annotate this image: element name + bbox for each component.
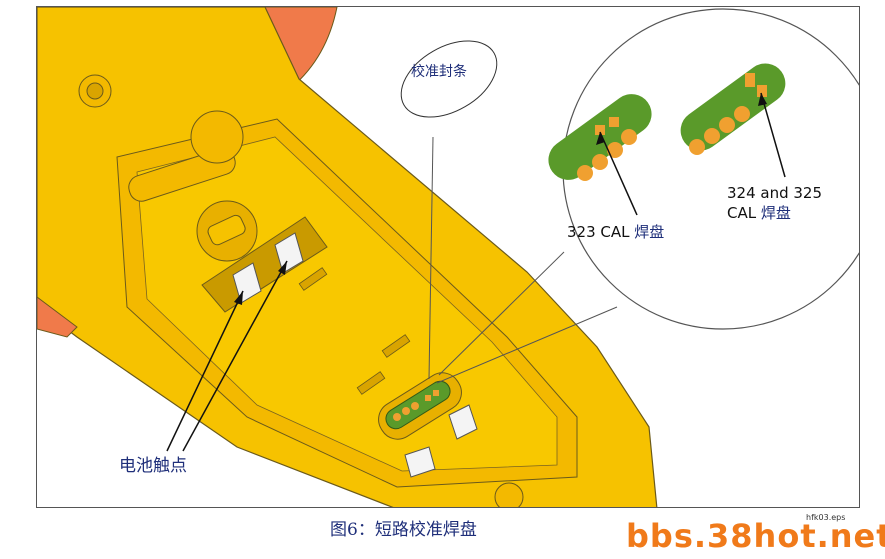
pad-323-square [595,125,605,135]
figure-caption: 图6：短路校准焊盘 [330,520,477,540]
pad-324-325-label-line1: 324 and 325 [727,184,823,202]
pad-323-square [609,117,619,127]
lower-contact-a [448,404,478,440]
pointer-323 [599,131,638,216]
pad-323 [621,129,637,145]
compartment-slot [356,371,386,395]
pad-323-label-prefix: 323 CAL [567,223,635,241]
pcb-pad-square [425,395,431,401]
battery-contact-left [232,262,262,304]
battery-contact-right [274,232,304,274]
pad-324-square [757,85,767,97]
battery-contacts-label: 电池触点 [119,456,187,476]
pad-324-325-label-prefix: CAL [727,204,761,222]
compartment-slot [298,267,328,291]
pointer-battery-left [166,290,244,452]
seal-leader-line [428,136,434,380]
pad-323-label: 323 CAL 焊盘 [567,223,665,241]
pcb-pad [393,413,401,421]
pointer-324 [760,92,786,178]
pointer-battery-right-head [278,261,287,275]
pointer-324-head [758,93,767,106]
top-boss [190,110,244,164]
file-name-tag: hfk03.eps [806,513,846,522]
pad-324 [719,117,735,133]
compartment-slot [381,334,411,358]
callout-leader [436,306,618,384]
pad-323 [607,142,623,158]
pcb-pad [411,402,419,410]
knob-slot [207,214,246,246]
pcb-pad [402,407,410,415]
pad-323 [592,154,608,170]
meter-illustration [37,7,859,507]
pcb-pad-square [433,390,439,396]
pointer-battery-right [182,260,288,452]
pad-323-label-suffix: 焊盘 [634,223,665,241]
pad-323 [577,165,593,181]
screw-bottom [494,482,524,507]
site-watermark: bbs.38hot.net [626,517,885,555]
callout-leader [438,251,565,376]
pointer-323-head [596,132,605,145]
pad-324 [734,106,750,122]
pad-324-325-label-suffix: 焊盘 [760,204,791,222]
pointer-battery-left-head [234,291,243,305]
pad-324 [704,128,720,144]
pad-324-square [745,73,755,87]
figure-frame: 校准封条 电池触点 323 CAL 焊盘 324 and 325 CAL 焊盘 [36,6,860,508]
pad-324-325-label-line2: CAL 焊盘 [727,204,791,222]
side-grip [37,296,78,338]
lower-contact-b [404,446,436,478]
calibration-seal-label: 校准封条 [411,64,467,80]
pad-324 [689,139,705,155]
screw-top-head [86,82,104,100]
calibration-seal [400,40,498,118]
magnify-circle [562,8,859,330]
